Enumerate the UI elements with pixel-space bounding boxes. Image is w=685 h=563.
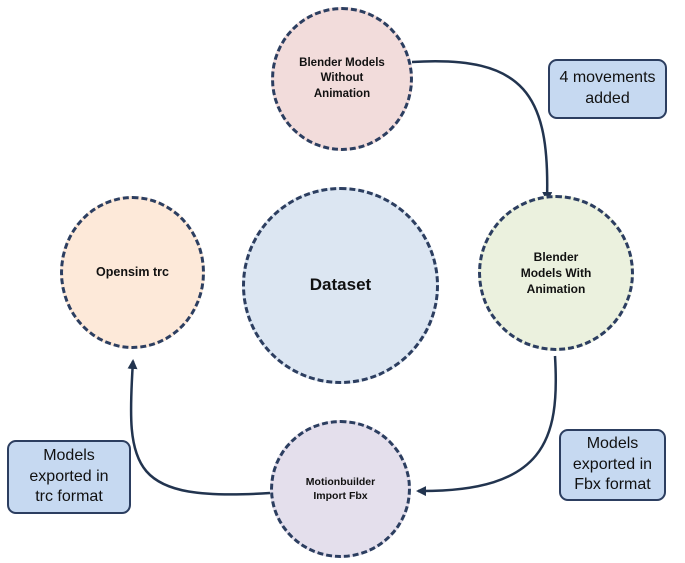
note-movements-added: 4 movements added bbox=[548, 59, 667, 119]
node-label: Opensim trc bbox=[96, 265, 169, 280]
note-exported-fbx: Models exported in Fbx format bbox=[559, 429, 666, 501]
arrow-motionbuilder-to-opensim bbox=[127, 359, 271, 496]
node-blender-models-with-animation: Blender Models With Animation bbox=[478, 195, 634, 351]
node-label: Dataset bbox=[309, 275, 372, 295]
node-label: Blender Models With Animation bbox=[520, 249, 592, 297]
node-dataset: Dataset bbox=[242, 187, 439, 384]
node-opensim-trc: Opensim trc bbox=[60, 196, 205, 349]
arrow-with-to-motionbuilder bbox=[416, 355, 558, 497]
arrow-without-to-with bbox=[411, 60, 553, 202]
node-label: Blender Models Without Animation bbox=[299, 56, 385, 100]
node-label: Motionbuilder Import Fbx bbox=[305, 475, 376, 502]
note-exported-trc: Models exported in trc format bbox=[7, 440, 131, 514]
node-motionbuilder-import-fbx: Motionbuilder Import Fbx bbox=[270, 420, 411, 558]
node-blender-models-without-animation: Blender Models Without Animation bbox=[271, 7, 413, 151]
